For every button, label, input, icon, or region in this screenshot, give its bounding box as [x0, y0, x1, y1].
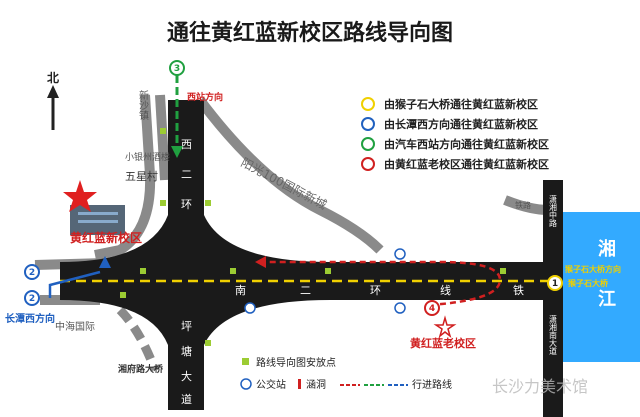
north-arrow: 北 — [47, 70, 59, 130]
xinsha-road — [94, 94, 156, 260]
wuxing-label: 五星村 — [125, 169, 158, 183]
housi-direction-label: 猴子石大桥方向 — [564, 264, 621, 274]
railway-label: 铁路 — [515, 200, 531, 210]
legend-4-icon — [361, 157, 375, 171]
legend-3-icon — [361, 137, 375, 151]
road-label-xiaoxiang-zhong: 潇湘中路 — [549, 194, 558, 227]
route-4-line — [260, 260, 502, 307]
sign-point — [160, 128, 166, 134]
planned-road — [116, 306, 160, 372]
campus-window-row-1 — [78, 212, 118, 215]
bus-stops — [244, 248, 406, 314]
ramp-nw — [60, 215, 168, 268]
road-label-fu-3: 大 — [181, 369, 192, 383]
river-label-top: 湘 — [598, 238, 616, 260]
north-label: 北 — [47, 70, 59, 85]
sign-points — [120, 128, 506, 346]
new-campus-building — [70, 205, 125, 235]
sign-point — [205, 200, 211, 206]
new-campus-star-icon — [63, 180, 97, 212]
river-label-bottom: 江 — [598, 289, 616, 310]
zhonghai-label: 中海国际 — [55, 320, 95, 333]
legend-2-icon — [361, 117, 375, 131]
old-campus-star-icon — [433, 315, 457, 339]
marker-1-circle — [547, 275, 563, 291]
xiang-river — [560, 212, 640, 362]
legend-route-text: 行进路线 — [412, 378, 452, 391]
changtan-direction-label: 长潭西方向 — [5, 312, 55, 325]
road-label-west-2: 二 — [181, 168, 192, 181]
road-label-south-b: 二 — [300, 284, 311, 297]
bus-stop-icon — [394, 248, 406, 260]
legend-bus-text: 公交站 — [256, 378, 286, 391]
north-arrow-head — [47, 85, 59, 98]
sign-point — [500, 268, 506, 274]
road-label-xiaoxiang-nan: 潇湘南大道 — [549, 314, 558, 356]
route-3-arrow — [171, 146, 183, 158]
road-label-tie: 铁 — [513, 284, 524, 297]
marker-3-circle — [169, 60, 185, 76]
legend-sign-text: 路线导向图安放点 — [256, 356, 336, 369]
route-2-arrow — [99, 256, 111, 268]
road-label-west-3: 环 — [181, 198, 192, 211]
marker-2b-text: 2 — [29, 268, 35, 278]
road-labels: 西 二 环 坪 塘 大 道 南 二 环 线 铁 — [181, 138, 524, 406]
sign-point — [120, 292, 126, 298]
road-label-south-d: 线 — [440, 283, 451, 297]
sign-point — [140, 268, 146, 274]
xiao-yinzhou-label: 小银州酒楼 — [125, 151, 170, 163]
route-markers: 3 1 4 2 2 — [24, 60, 563, 316]
housi-bridge-label: 猴子石大桥 — [567, 278, 609, 288]
legend-3-text: 由汽车西站方向通往黄红蓝新校区 — [384, 137, 549, 151]
xiangfu-bridge-label: 湘府路大桥 — [118, 363, 164, 375]
road-label-fu-1: 坪 — [181, 320, 192, 333]
legend-sign-icon — [242, 358, 249, 365]
sign-point — [325, 268, 331, 274]
xinsha-road-2 — [155, 94, 170, 181]
road-label-south-c: 环 — [370, 284, 381, 297]
ramp-ne — [204, 215, 330, 268]
marker-2-circle — [24, 290, 40, 306]
marker-2b-circle — [24, 264, 40, 280]
route-legend: 由猴子石大桥通往黄红蓝新校区 由长潭西方向通往黄红蓝新校区 由汽车西站方向通往黄… — [361, 97, 549, 171]
sign-point — [230, 268, 236, 274]
road-label-west-1: 西 — [181, 138, 192, 151]
marker-4-text: 4 — [429, 304, 435, 314]
legend-4-text: 由黄红蓝老校区通往黄红蓝新校区 — [384, 157, 549, 171]
road-label-fu-2: 塘 — [181, 344, 192, 358]
marker-2-text: 2 — [29, 294, 35, 304]
route-2-line — [48, 270, 101, 298]
marker-3-text: 3 — [174, 64, 180, 74]
watermark: 长沙力美术馆 — [492, 377, 588, 396]
map-title: 通往黄红蓝新校区路线导向图 — [167, 20, 453, 46]
old-campus-label: 黄红蓝老校区 — [410, 336, 476, 350]
marker-1-text: 1 — [552, 279, 558, 289]
bus-stop-icon — [394, 302, 406, 314]
road-label-south-a: 南 — [235, 284, 246, 297]
ramp-sw — [60, 294, 168, 345]
xizhan-direction-label: 西站方向 — [187, 91, 223, 103]
route-4-arrow — [255, 256, 266, 268]
bus-stop-icon — [244, 302, 256, 314]
xinsha-label: 新沙镇 — [137, 89, 149, 121]
road-label-fu-4: 道 — [181, 392, 192, 406]
legend-bus-icon — [240, 378, 252, 390]
legend-culvert-icon — [298, 379, 301, 389]
xiaoxiang-road — [543, 180, 563, 417]
sign-point — [160, 200, 166, 206]
marker-4-circle — [424, 300, 440, 316]
legend-1-text: 由猴子石大桥通往黄红蓝新校区 — [384, 97, 538, 111]
yangguang-label: 阳光100国际新城 — [239, 154, 330, 212]
campus-window-row-2 — [78, 220, 118, 223]
legend-1-icon — [361, 97, 375, 111]
legend-culvert-text: 涵洞 — [306, 379, 326, 391]
new-campus-label: 黄红蓝新校区 — [70, 230, 142, 245]
bottom-legend: 路线导向图安放点 公交站 涵洞 行进路线 — [240, 356, 452, 391]
yangguang-road — [196, 96, 384, 254]
ramp-se — [204, 294, 330, 345]
legend-2-text: 由长潭西方向通往黄红蓝新校区 — [384, 117, 538, 131]
sign-point — [205, 340, 211, 346]
